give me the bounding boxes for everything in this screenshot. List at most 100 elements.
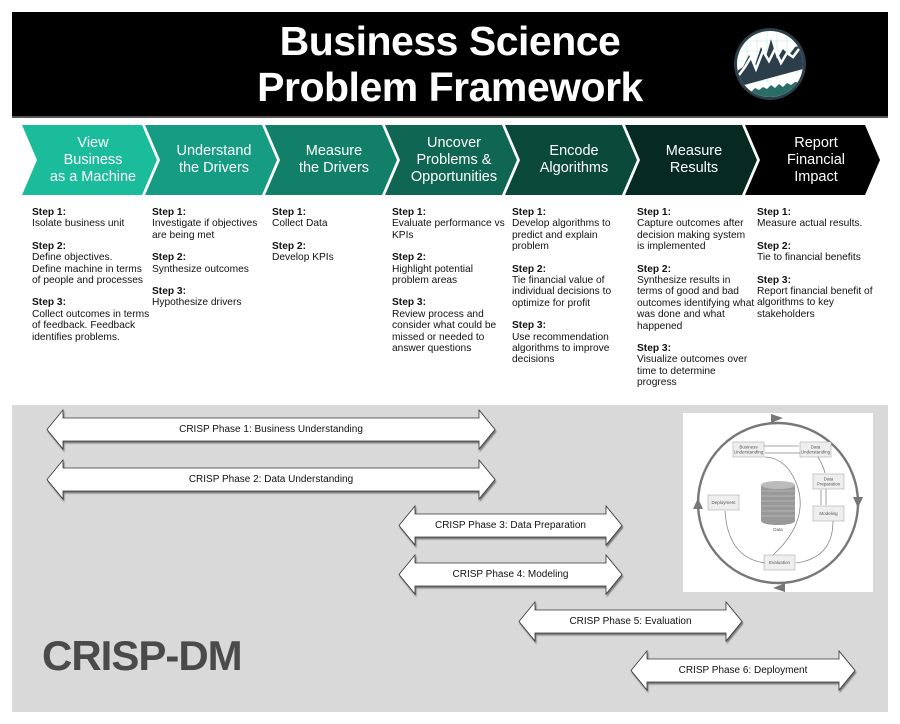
step-label: Step 3: (152, 286, 186, 298)
stage-7-title: Report Financial Impact (786, 134, 846, 185)
step-label: Step 2: (637, 263, 671, 275)
step-item: Step 1:Collect Data (272, 207, 390, 230)
step-text: Report financial benefit of algorithms t… (757, 286, 873, 320)
step-label: Step 3: (637, 343, 671, 355)
crisp-phase-2-arrow (46, 458, 496, 501)
framework-chevron-row (22, 125, 880, 195)
stage-6-steps: Step 1:Capture outcomes after decision m… (637, 207, 757, 400)
step-text: Collect outcomes in terms of feedback. F… (32, 308, 150, 343)
step-item: Step 3:Collect outcomes in terms of feed… (32, 297, 150, 343)
step-item: Step 1:Capture outcomes after decision m… (637, 207, 757, 253)
node-deployment (707, 494, 740, 511)
node-modeling (812, 505, 845, 522)
step-text: Tie to financial benefits (757, 252, 861, 264)
chevron-stage-5 (505, 125, 637, 195)
step-text: Visualize outcomes over time to determin… (637, 354, 748, 389)
cycle-arrow-top-icon (771, 414, 783, 423)
cycle-arrow-left-icon (693, 498, 703, 509)
node-data-preparation (812, 473, 845, 490)
step-text: Isolate business unit (32, 218, 125, 230)
step-label: Step 2: (32, 240, 66, 252)
step-text: Define objectives. Define machine in ter… (32, 252, 144, 287)
stage-1-title: View Business as a Machine (49, 134, 137, 185)
step-text: Review process and consider what could b… (392, 308, 497, 355)
cycle-arrow-right-icon (853, 497, 863, 508)
step-item: Step 2:Define objectives. Define machine… (32, 241, 150, 287)
crisp-phase-5-arrow (518, 600, 743, 643)
step-item: Step 3:Review process and consider what … (392, 297, 510, 354)
step-item: Step 2:Synthesize results in terms of go… (637, 264, 757, 332)
inner-flow-arrows (724, 445, 834, 564)
title-line-1: Business Science (279, 18, 621, 64)
data-store-label: Data (773, 527, 783, 532)
step-text: Tie financial value of individual decisi… (512, 275, 612, 309)
step-text: Synthesize results in terms of good and … (637, 275, 755, 332)
chevron-stage-6 (625, 125, 757, 195)
step-label: Step 3: (32, 297, 66, 309)
step-item: Step 1:Develop algorithms to predict and… (512, 207, 632, 253)
cycle-arrow-bottom-icon (773, 583, 785, 592)
step-text: Capture outcomes after decision making s… (637, 218, 746, 253)
business-science-logo-icon (734, 28, 806, 100)
step-text: Synthesize outcomes (152, 263, 249, 275)
crisp-phase-6-arrow (630, 649, 856, 692)
step-item: Step 3:Hypothesize drivers (152, 286, 270, 309)
stage-5-steps: Step 1:Develop algorithms to predict and… (512, 207, 632, 377)
step-text: Use recommendation algorithms to improve… (512, 331, 610, 366)
node-evaluation-label: Evaluation (769, 560, 791, 565)
step-label: Step 2: (757, 240, 791, 252)
stage-4-steps: Step 1:Evaluate performance vs KPIs Step… (392, 207, 510, 365)
node-data-understanding (799, 441, 832, 458)
step-item: Step 1:Measure actual results. (757, 207, 892, 230)
stage-3-steps: Step 1:Collect Data Step 2:Develop KPIs (272, 207, 390, 275)
page-title: Business Science Problem Framework (12, 18, 888, 110)
step-item: Step 2:Tie to financial benefits (757, 241, 892, 264)
crisp-phase-3-arrow (398, 504, 623, 547)
step-label: Step 3: (392, 297, 426, 309)
step-label: Step 3: (757, 274, 791, 286)
step-label: Step 2: (512, 263, 546, 275)
step-text: Measure actual results. (757, 218, 863, 230)
step-text: Develop algorithms to predict and explai… (512, 218, 611, 253)
crisp-phase-1-arrow (46, 408, 496, 451)
chevron-stage-2 (145, 125, 277, 195)
step-label: Step 3: (512, 320, 546, 332)
step-text: Hypothesize drivers (152, 297, 242, 309)
step-item: Step 1:Isolate business unit (32, 207, 150, 230)
step-item: Step 2:Tie financial value of individual… (512, 264, 632, 310)
step-label: Step 1: (152, 207, 186, 218)
step-label: Step 2: (152, 252, 186, 264)
chevron-stage-4 (385, 125, 517, 195)
step-label: Step 1: (392, 207, 426, 218)
stage-4-title: Uncover Problems & Opportunities (410, 134, 498, 185)
node-deployment-label: Deployment (711, 500, 736, 505)
step-text: Develop KPIs (272, 252, 334, 264)
node-business-understanding (732, 441, 765, 458)
step-text: Evaluate performance vs KPIs (392, 218, 505, 241)
step-text: Highlight potential problem areas (392, 263, 473, 287)
step-item: Step 3:Use recommendation algorithms to … (512, 320, 632, 366)
title-line-2: Problem Framework (257, 64, 643, 110)
step-item: Step 2:Highlight potential problem areas (392, 252, 510, 286)
crisp-dm-title: CRISP-DM (42, 632, 243, 679)
step-label: Step 1: (32, 207, 66, 218)
stage-7-steps: Step 1:Measure actual results. Step 2:Ti… (757, 207, 892, 331)
chevron-stage-7 (745, 125, 880, 195)
stage-6-title: Measure Results (665, 143, 723, 176)
step-label: Step 1: (757, 207, 791, 218)
step-item: Step 1:Evaluate performance vs KPIs (392, 207, 510, 241)
step-label: Step 1: (272, 207, 306, 218)
step-label: Step 1: (512, 207, 546, 218)
step-item: Step 1:Investigate if objectives are bei… (152, 207, 270, 241)
node-modeling-label: Modeling (819, 511, 838, 516)
step-item: Step 3:Visualize outcomes over time to d… (637, 343, 757, 389)
stage-1-steps: Step 1:Isolate business unit Step 2:Defi… (32, 207, 150, 354)
stage-2-steps: Step 1:Investigate if objectives are bei… (152, 207, 270, 320)
step-label: Step 2: (272, 240, 306, 252)
crisp-phase-4-arrow (398, 553, 623, 596)
